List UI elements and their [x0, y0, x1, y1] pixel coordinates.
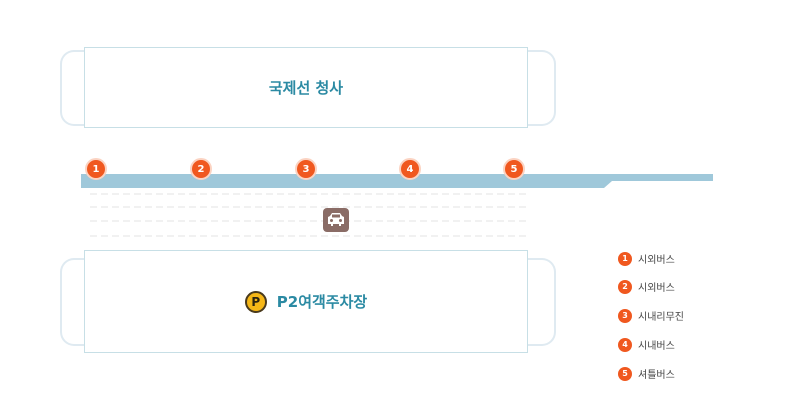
parking-right-bracket	[528, 258, 556, 346]
bus-stop-number: 5	[510, 163, 518, 175]
legend-item-5: 5 셔틀버스	[618, 366, 675, 381]
bus-stop-number: 3	[302, 163, 310, 175]
legend-number: 2	[618, 279, 632, 294]
terminal-right-bracket	[528, 50, 556, 126]
parking-label: P2여객주차장	[276, 293, 368, 311]
legend-label: 시내리무진	[638, 312, 684, 323]
parking-left-bracket	[60, 258, 88, 346]
legend-item-2: 2 시외버스	[618, 279, 675, 294]
legend-number: 4	[618, 337, 632, 352]
legend-label: 시외버스	[638, 255, 675, 266]
bus-stop-number: 2	[197, 163, 205, 175]
bus-stop-4[interactable]: 4	[399, 158, 421, 180]
legend-item-4: 4 시내버스	[618, 337, 675, 352]
bus-stop-number: 1	[92, 163, 100, 175]
legend-label: 시외버스	[638, 283, 675, 294]
terminal-label: 국제선 청사	[268, 79, 344, 97]
legend-item-3: 3 시내리무진	[618, 308, 684, 323]
legend-number: 5	[618, 366, 632, 381]
parking-building: P P2여객주차장	[84, 250, 528, 353]
legend-label: 셔틀버스	[638, 370, 675, 381]
bus-stop-2[interactable]: 2	[190, 158, 212, 180]
legend-item-1: 1 시외버스	[618, 251, 675, 266]
lane-lines	[90, 193, 526, 237]
car-icon	[323, 208, 349, 232]
parking-icon: P	[244, 290, 267, 313]
legend-number: 1	[618, 251, 632, 266]
bus-stop-1[interactable]: 1	[85, 158, 107, 180]
legend-number: 3	[618, 308, 632, 323]
road-strip	[81, 174, 713, 188]
bus-stop-5[interactable]: 5	[503, 158, 525, 180]
legend-label: 시내버스	[638, 341, 675, 352]
terminal-building: 국제선 청사	[84, 47, 528, 128]
bus-stop-number: 4	[406, 163, 414, 175]
terminal-left-bracket	[60, 50, 88, 126]
bus-stop-3[interactable]: 3	[295, 158, 317, 180]
